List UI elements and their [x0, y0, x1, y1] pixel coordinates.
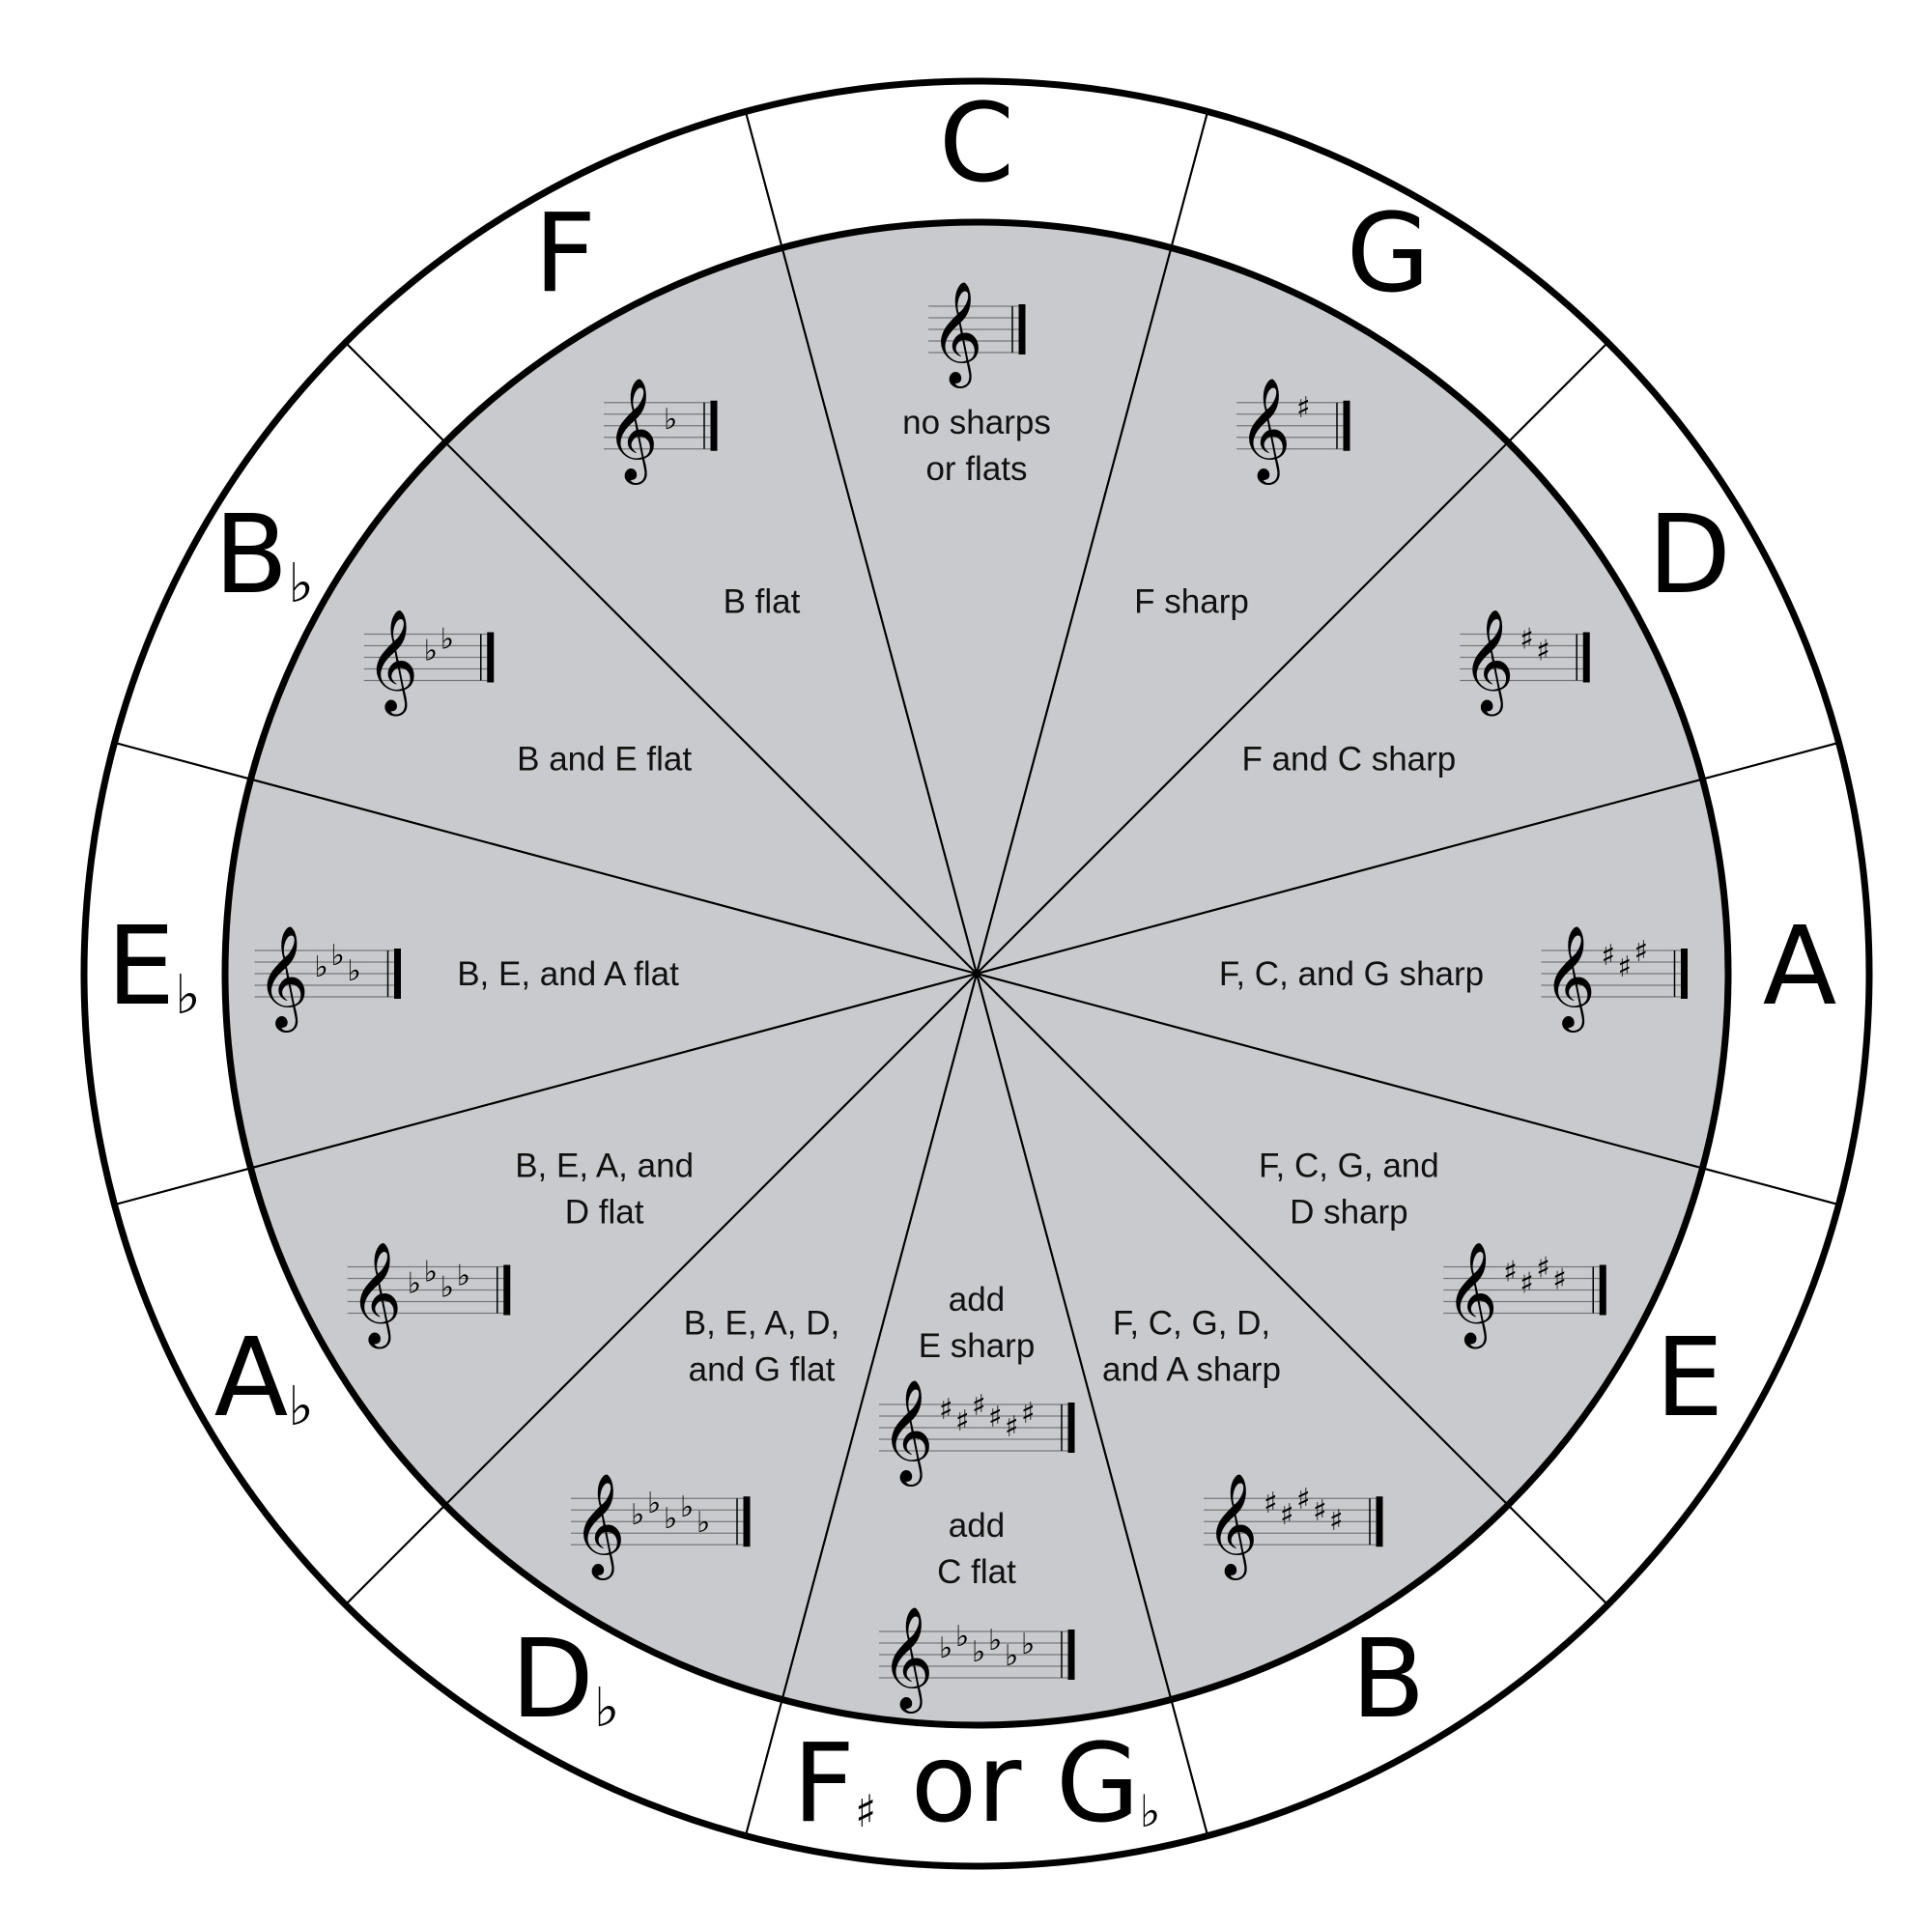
sharp-icon: ♯: [972, 1389, 986, 1423]
key-signature-10: 𝄞♭♭: [363, 609, 495, 717]
treble-clef-icon: 𝄞: [881, 1378, 933, 1487]
key-signatures: 𝄞𝄞♯𝄞♯♯𝄞♯♯♯𝄞♯♯♯♯𝄞♯♯♯♯♯𝄞♯♯♯♯♯♯𝄞♭♭♭♭♭♭𝄞♭♭♭♭…: [254, 280, 1688, 1714]
key-signature-8: 𝄞♭♭♭♭: [347, 1241, 511, 1349]
segment-dividers: [114, 111, 1839, 1836]
key-signature-1: 𝄞♯: [1236, 377, 1350, 485]
flat-icon: ♭: [440, 623, 454, 657]
sharp-icon: ♯: [1296, 391, 1311, 425]
flat-icon: ♭: [408, 1267, 421, 1301]
key-signature-9: 𝄞♭♭♭: [254, 924, 401, 1033]
key-name-0: C: [939, 81, 1014, 207]
flat-icon: ♭: [972, 1635, 985, 1669]
flat-icon: ♭: [315, 950, 328, 984]
key-name-8: A♭: [214, 1316, 314, 1441]
sharp-icon: ♯: [1021, 1397, 1036, 1431]
key-names: C G D A E B F♯ or G♭ D♭ A♭ E♭ B♭ F: [106, 81, 1836, 1847]
sharp-icon: ♯: [955, 1404, 970, 1438]
key-name-7: D♭: [511, 1617, 620, 1743]
description-7: B, E, A, D,and G flat: [684, 1304, 839, 1388]
sharp-icon: ♯: [939, 1393, 953, 1427]
key-signature-5: 𝄞♯♯♯♯♯: [1204, 1472, 1383, 1580]
sharp-icon: ♯: [1536, 1252, 1550, 1286]
description-9: B, E, and A flat: [457, 955, 679, 993]
flat-icon: ♭: [424, 635, 438, 668]
sharp-icon: ♯: [1536, 635, 1550, 668]
flat-icon: ♭: [331, 939, 345, 973]
flat-icon: ♭: [988, 1624, 1002, 1658]
flat-icon: ♭: [696, 1506, 710, 1540]
flat-icon: ♭: [1021, 1628, 1035, 1661]
treble-clef-icon: 𝄞: [257, 924, 309, 1033]
flat-icon: ♭: [680, 1490, 694, 1524]
flat-icon: ♭: [457, 1260, 470, 1293]
description-10: B and E flat: [517, 741, 692, 779]
sharp-icon: ♯: [1264, 1487, 1278, 1520]
treble-clef-icon: 𝄞: [573, 1472, 625, 1580]
flat-icon: ♭: [424, 1256, 438, 1290]
key-name-1: G: [1347, 191, 1431, 317]
sharp-icon: ♯: [988, 1401, 1003, 1434]
flat-icon: ♭: [348, 954, 361, 988]
key-signature-7: 𝄞♭♭♭♭♭: [571, 1472, 751, 1580]
treble-clef-icon: 𝄞: [366, 609, 418, 717]
sharp-icon: ♯: [1280, 1498, 1294, 1532]
key-signature-6-flat: 𝄞♭♭♭♭♭♭: [879, 1605, 1075, 1714]
key-signature-3: 𝄞♯♯♯: [1541, 924, 1688, 1033]
treble-clef-icon: 𝄞: [1544, 924, 1596, 1033]
key-name-9: E♭: [106, 904, 200, 1030]
description-5: F, C, G, D,and A sharp: [1102, 1304, 1281, 1388]
flat-icon: ♭: [647, 1487, 661, 1520]
treble-clef-icon: 𝄞: [881, 1605, 933, 1714]
key-name-4: E: [1655, 1316, 1723, 1441]
sharp-icon: ♯: [1503, 1256, 1518, 1290]
treble-clef-icon: 𝄞: [1462, 609, 1514, 717]
description-1: F sharp: [1134, 583, 1249, 621]
sharp-icon: ♯: [1602, 939, 1616, 973]
description-3: F, C, and G sharp: [1219, 955, 1484, 993]
sharp-icon: ♯: [1520, 1267, 1534, 1301]
sharp-icon: ♯: [1634, 935, 1649, 969]
flat-icon: ♭: [1005, 1639, 1018, 1673]
key-name-5: B: [1351, 1617, 1426, 1743]
key-name-10: B♭: [214, 493, 314, 618]
key-signature-11: 𝄞♭: [604, 377, 718, 485]
flat-icon: ♭: [440, 1271, 454, 1305]
treble-clef-icon: 𝄞: [350, 1241, 402, 1349]
description-2: F and C sharp: [1241, 741, 1456, 779]
treble-clef-icon: 𝄞: [1206, 1472, 1258, 1580]
flat-icon: ♭: [664, 1502, 677, 1536]
flat-icon: ♭: [631, 1498, 644, 1532]
sharp-icon: ♯: [1618, 950, 1633, 984]
key-signature-2: 𝄞♯♯: [1460, 609, 1590, 717]
sharp-icon: ♯: [1005, 1410, 1019, 1444]
sharp-icon: ♯: [1313, 1494, 1327, 1528]
key-name-3: A: [1763, 904, 1837, 1030]
sharp-icon: ♯: [1329, 1504, 1344, 1538]
key-name-6: F♯ or G♭: [793, 1721, 1161, 1847]
treble-clef-icon: 𝄞: [930, 280, 982, 388]
sharp-icon: ♯: [1296, 1483, 1311, 1517]
key-signature-0: 𝄞: [928, 280, 1026, 388]
key-signature-4: 𝄞♯♯♯♯: [1443, 1241, 1606, 1349]
treble-clef-icon: 𝄞: [1445, 1241, 1497, 1349]
divider-line: [744, 111, 1209, 1836]
flat-icon: ♭: [955, 1620, 969, 1654]
key-name-11: F: [534, 191, 596, 317]
key-name-2: D: [1648, 493, 1731, 618]
sharp-icon: ♯: [1552, 1263, 1567, 1297]
flat-icon: ♭: [939, 1631, 952, 1665]
treble-clef-icon: 𝄞: [1238, 377, 1291, 485]
key-signature-6-sharp: 𝄞♯♯♯♯♯♯: [879, 1378, 1075, 1487]
sharp-icon: ♯: [1520, 623, 1534, 657]
treble-clef-icon: 𝄞: [606, 377, 658, 485]
flat-icon: ♭: [664, 403, 677, 437]
description-11: B flat: [724, 583, 801, 621]
